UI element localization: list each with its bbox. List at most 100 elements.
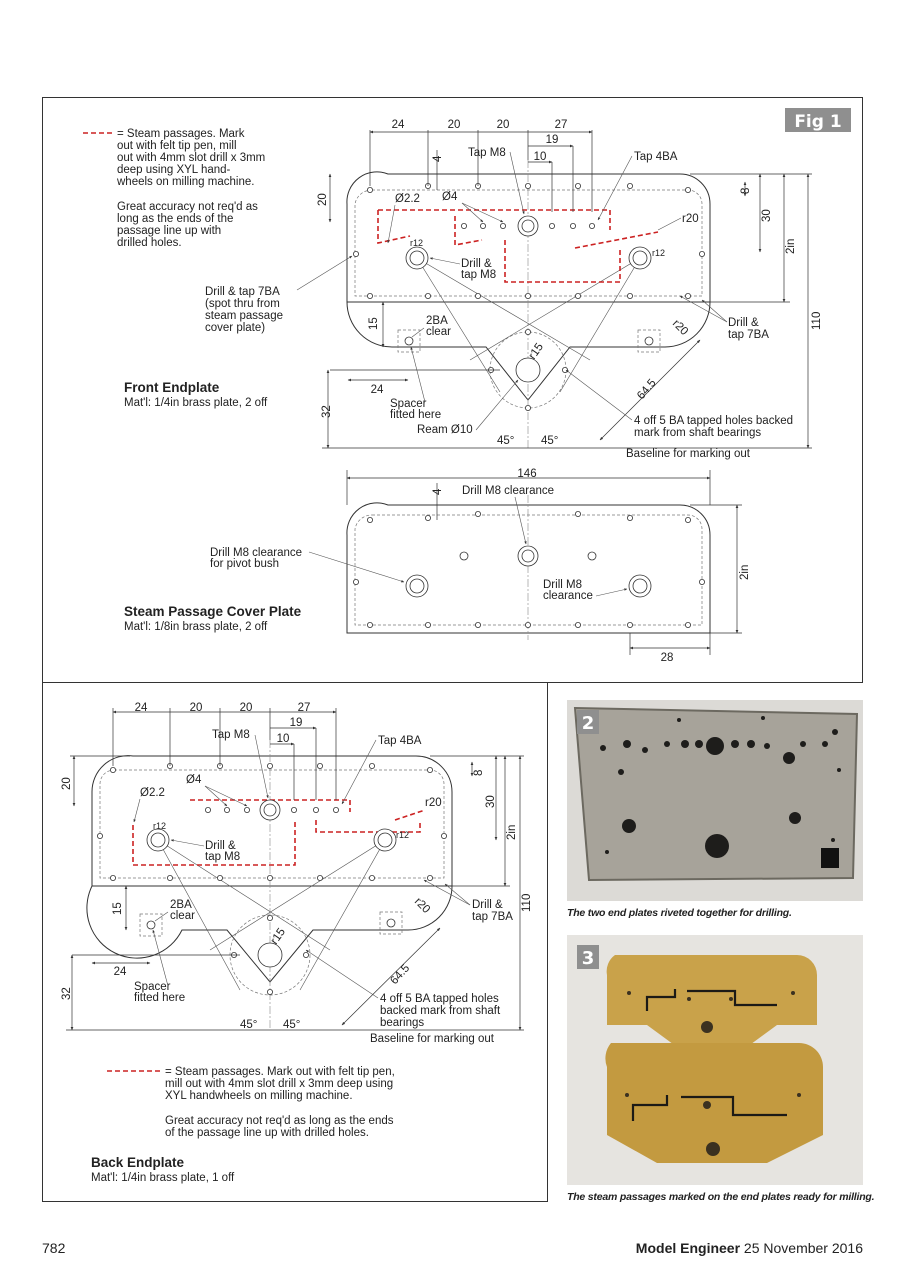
front-dim-19: 19 [546, 134, 559, 146]
front-ream: Ream Ø10 [417, 424, 473, 436]
bolt-hole [110, 875, 117, 882]
bolt-hole [223, 807, 230, 814]
front-dim-4: 4 [432, 155, 444, 162]
back-tap-m8: Tap M8 [212, 729, 250, 741]
back-5ba-1: 4 off 5 BA tapped holes [380, 993, 499, 1005]
bolt-hole [266, 875, 273, 882]
back-material: Mat'l: 1/4in brass plate, 1 off [91, 1172, 235, 1184]
bolt-hole [266, 989, 273, 996]
back-dia22: Ø2.2 [140, 787, 165, 799]
front-5ba-2: mark from shaft bearings [634, 427, 761, 439]
page-number: 782 [42, 1240, 66, 1256]
front-angle-a: 45° [497, 435, 514, 447]
front-drill-tap-7ba-l1: Drill & tap 7BA [205, 286, 280, 298]
front-material: Mat'l: 1/4in brass plate, 2 off [124, 397, 268, 409]
front-dim-64-5: 64.5 [635, 377, 659, 402]
bolt-hole [368, 763, 375, 770]
photo-3-number: 3 [582, 948, 595, 969]
back-dim-24-bottom: 24 [114, 966, 127, 978]
bolt-hole [352, 579, 359, 586]
bolt-hole [474, 622, 481, 629]
back-dim-15: 15 [112, 902, 124, 915]
front-r12b: r12 [652, 248, 665, 258]
cover-material: Mat'l: 1/8in brass plate, 2 off [124, 621, 268, 633]
cover-drill-right-1: Drill M8 [543, 579, 582, 591]
back-dim-64-5: 64.5 [388, 962, 412, 987]
photo-2-caption: The two end plates riveted together for … [567, 907, 792, 919]
bolt-hole [110, 767, 117, 774]
back-r12b: r12 [396, 830, 409, 840]
back-dim-10: 10 [277, 733, 290, 745]
bolt-hole [699, 250, 706, 257]
footer-magazine: Model Engineer 25 November 2016 [636, 1240, 863, 1256]
bolt-hole [302, 952, 309, 959]
photo-riveted-plates: 2 [567, 700, 863, 901]
bolt-hole [216, 875, 223, 882]
bolt-hole [426, 875, 433, 882]
back-endplate-drawing: 24 20 20 27 19 10 20 8 30 2in 110 15 24 … [61, 702, 533, 1184]
front-accuracy-line-4: drilled holes. [117, 237, 182, 249]
bolt-hole [685, 186, 692, 193]
front-accuracy-line-3: passage line up with [117, 225, 221, 237]
bolt-hole [685, 517, 692, 524]
back-tap-4ba: Tap 4BA [378, 735, 422, 747]
front-endplate-drawing: 24 20 20 27 19 10 4 20 8 30 2in 110 15 2… [83, 119, 823, 460]
bolt-hole [525, 292, 532, 299]
bolt-hole [352, 250, 359, 257]
front-accuracy-line-2: long as the ends of the [117, 213, 233, 225]
bolt-hole [562, 366, 569, 373]
cover-title: Steam Passage Cover Plate [124, 604, 302, 619]
front-tap-4ba: Tap 4BA [634, 151, 678, 163]
bolt-hole [166, 875, 173, 882]
front-legend-line-4: deep using XYL hand- [117, 164, 231, 176]
cover-pivot-1: Drill M8 clearance [210, 547, 302, 559]
front-tap-m8: Tap M8 [468, 147, 506, 159]
back-dim-20b: 20 [240, 702, 253, 714]
bolt-hole [243, 807, 250, 814]
bolt-hole [685, 292, 692, 299]
photo-3-badge-bg [577, 945, 599, 969]
bolt-hole [525, 328, 532, 335]
front-5ba-1: 4 off 5 BA tapped holes backed [634, 415, 793, 427]
front-dim-20-left: 20 [317, 193, 329, 206]
back-5ba-2: backed mark from shaft [380, 1005, 501, 1017]
front-r20a: r20 [682, 213, 699, 225]
front-legend-line-3: out with 4mm slot drill x 3mm [117, 152, 265, 164]
front-2ba-2: clear [426, 326, 451, 338]
front-drill-tap-7ba-r2: tap 7BA [728, 329, 769, 341]
front-dim-20a: 20 [448, 119, 461, 131]
back-dia4: Ø4 [186, 774, 202, 786]
bolt-hole [440, 833, 447, 840]
cover-dim-146: 146 [517, 468, 536, 480]
back-dim-110: 110 [521, 894, 533, 912]
front-dia22: Ø2.2 [395, 193, 420, 205]
bolt-hole [366, 517, 373, 524]
front-dim-32: 32 [321, 405, 333, 418]
front-dim-24-bottom: 24 [371, 384, 384, 396]
back-5ba-3: bearings [380, 1017, 424, 1029]
photo-3-caption: The steam passages marked on the end pla… [567, 1191, 875, 1203]
back-r20b: r20 [412, 896, 432, 916]
front-drill-tap-m8-1: Drill & [461, 258, 492, 270]
bolt-hole [312, 807, 319, 814]
bolt-hole [316, 763, 323, 770]
back-dim-32: 32 [61, 987, 73, 1000]
back-dim-8: 8 [473, 770, 485, 776]
back-title: Back Endplate [91, 1155, 185, 1170]
back-dim-24: 24 [135, 702, 148, 714]
back-dim-27: 27 [298, 702, 311, 714]
front-dim-27: 27 [555, 119, 568, 131]
fig1-badge [785, 108, 851, 132]
front-accuracy-line-1: Great accuracy not req'd as [117, 201, 258, 213]
front-dim-110: 110 [811, 312, 823, 330]
front-legend-line-2: out with felt tip pen, mill [117, 140, 237, 152]
back-drill-tap-m8-2: tap M8 [205, 851, 240, 863]
front-legend: = Steam passages. Mark out with felt tip… [116, 128, 265, 249]
bolt-hole [332, 807, 339, 814]
bolt-hole [589, 222, 596, 229]
bolt-hole [627, 622, 634, 629]
bolt-hole [366, 186, 373, 193]
bolt-hole [685, 622, 692, 629]
front-dim-20b: 20 [497, 119, 510, 131]
